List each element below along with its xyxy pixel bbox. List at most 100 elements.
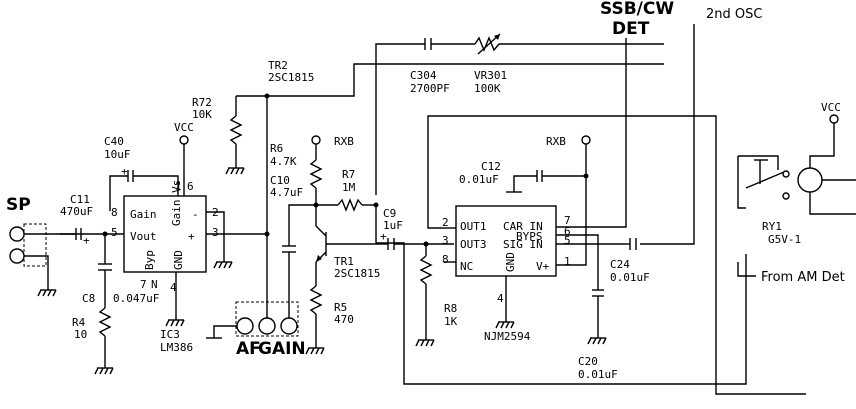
wire-tr2-rail bbox=[236, 63, 664, 97]
r6-ref: R6 bbox=[270, 142, 283, 155]
ssb-cw-det-label-line2: DET bbox=[612, 19, 650, 39]
rxb-label-1: RXB bbox=[334, 135, 354, 148]
ry1-contacts bbox=[737, 155, 790, 209]
speaker-terminal-2 bbox=[9, 248, 25, 264]
njm-nc: NC bbox=[460, 260, 473, 273]
svg-text:-: - bbox=[192, 208, 199, 221]
svg-text:8: 8 bbox=[111, 206, 118, 219]
c304-ref: C304 bbox=[410, 69, 437, 82]
af-gain-gain: GAIN bbox=[258, 339, 306, 359]
c8-value: 0.047uF bbox=[113, 292, 159, 305]
svg-text:6: 6 bbox=[564, 225, 571, 238]
ic3-value: LM386 bbox=[160, 341, 193, 354]
r5-value: 470 bbox=[334, 313, 354, 326]
lm386-gnd-label: GND bbox=[172, 250, 185, 270]
svg-text:1: 1 bbox=[564, 255, 571, 268]
vr301-ref: VR301 bbox=[474, 69, 507, 82]
svg-text:4: 4 bbox=[170, 281, 177, 294]
svg-text:1: 1 bbox=[175, 180, 182, 193]
r5-ref: R5 bbox=[334, 301, 347, 314]
c12-ref: C12 bbox=[481, 160, 501, 173]
njm-out1: OUT1 bbox=[460, 220, 487, 233]
c20-ref: C20 bbox=[578, 355, 598, 368]
wire-ssb-det bbox=[596, 38, 627, 228]
vcc-label-2: VCC bbox=[821, 101, 841, 114]
af-gain-af: AF bbox=[236, 339, 261, 359]
svg-text:3: 3 bbox=[212, 226, 219, 239]
rxb-terminal-2 bbox=[581, 135, 591, 145]
af-gain-terminal-1[interactable] bbox=[236, 317, 254, 335]
svg-text:8: 8 bbox=[442, 253, 449, 266]
c40-value: 10uF bbox=[104, 148, 131, 161]
svg-text:+: + bbox=[188, 230, 195, 243]
njm-byps: BYPS bbox=[516, 230, 543, 243]
r6-value: 4.7K bbox=[270, 155, 297, 168]
njm-sig-in: SIG IN bbox=[503, 238, 543, 251]
svg-text:+: + bbox=[83, 234, 90, 247]
wire-out1-relay bbox=[427, 115, 806, 395]
vr301-symbol bbox=[474, 33, 501, 55]
af-gain-box bbox=[235, 301, 299, 337]
vcc-label-1: VCC bbox=[174, 121, 194, 134]
c10-ref: C10 bbox=[270, 174, 290, 187]
af-gain-terminal-3[interactable] bbox=[280, 317, 298, 335]
svg-text:7: 7 bbox=[140, 278, 147, 291]
njm2594-value: NJM2594 bbox=[484, 330, 531, 343]
rxb-label-2: RXB bbox=[546, 135, 566, 148]
r8-value: 1K bbox=[444, 315, 458, 328]
vr301-value: 100K bbox=[474, 82, 501, 95]
c24-value: 0.01uF bbox=[610, 271, 650, 284]
speaker-label: SP bbox=[6, 195, 31, 215]
r72-value: 10K bbox=[192, 108, 212, 121]
svg-text:+: + bbox=[380, 230, 387, 243]
wire-bottom-return bbox=[376, 242, 747, 385]
from-am-det-label: From AM Det bbox=[761, 270, 845, 285]
njm-gnd: GND bbox=[504, 252, 517, 272]
r4-value: 10 bbox=[74, 328, 87, 341]
ry1-coil bbox=[797, 167, 823, 193]
ic3-ref: IC3 bbox=[160, 328, 180, 341]
tr2-ref: TR2 bbox=[268, 59, 288, 72]
af-gain-terminal-2[interactable] bbox=[258, 317, 276, 335]
svg-text:4: 4 bbox=[497, 292, 504, 305]
r7-ref: R7 bbox=[342, 168, 355, 181]
svg-text:6: 6 bbox=[187, 180, 194, 193]
c8-ref: C8 bbox=[82, 292, 95, 305]
wire-c304-left bbox=[375, 43, 425, 195]
tr1-symbol bbox=[315, 205, 376, 286]
rxb-terminal-1 bbox=[311, 135, 321, 145]
c20-value: 0.01uF bbox=[578, 368, 618, 381]
c9-ref: C9 bbox=[383, 207, 396, 220]
tr2-value: 2SC1815 bbox=[268, 71, 314, 84]
lm386-byp-label: Byp bbox=[143, 250, 156, 270]
c40-ref: C40 bbox=[104, 135, 124, 148]
svg-text:2: 2 bbox=[442, 216, 449, 229]
c24-ref: C24 bbox=[610, 258, 630, 271]
vcc-terminal-2 bbox=[829, 114, 839, 124]
c9-value: 1uF bbox=[383, 219, 403, 232]
njm-vplus: V+ bbox=[536, 260, 550, 273]
svg-text:+: + bbox=[121, 165, 128, 178]
svg-text:3: 3 bbox=[442, 234, 449, 247]
tr1-ref: TR1 bbox=[334, 255, 354, 268]
svg-text:5: 5 bbox=[564, 234, 571, 247]
r4-ref: R4 bbox=[72, 316, 86, 329]
lm386-vout-label: Vout bbox=[130, 230, 157, 243]
r7-value: 1M bbox=[342, 181, 356, 194]
lm386-gain-vs-label: Gain Vs bbox=[170, 180, 183, 226]
vcc-terminal-1 bbox=[179, 135, 189, 145]
c11-value: 470uF bbox=[60, 205, 93, 218]
njm-out3: OUT3 bbox=[460, 238, 487, 251]
tr1-value: 2SC1815 bbox=[334, 267, 380, 280]
r72-ref: R72 bbox=[192, 96, 212, 109]
ry1-ref: RY1 bbox=[762, 220, 782, 233]
speaker-terminal-1 bbox=[9, 226, 25, 242]
ssb-cw-det-label-line1: SSB/CW bbox=[600, 0, 674, 19]
r8-ref: R8 bbox=[444, 302, 457, 315]
speaker-jack bbox=[23, 223, 47, 267]
lm386-gain-label: Gain bbox=[130, 208, 157, 221]
c12-value: 0.01uF bbox=[459, 173, 499, 186]
second-osc-label: 2nd OSC bbox=[706, 7, 762, 22]
svg-text:5: 5 bbox=[111, 226, 118, 239]
